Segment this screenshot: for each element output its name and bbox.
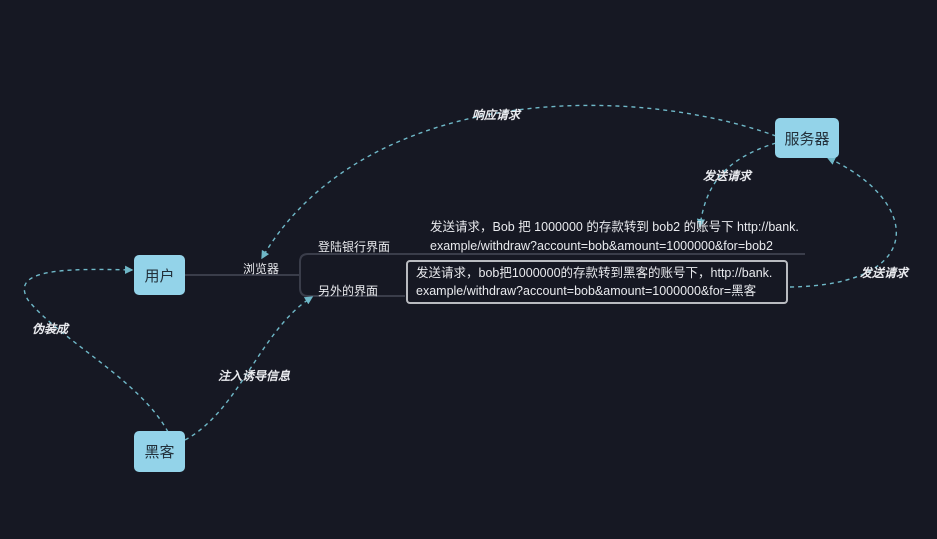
node-user-label: 用户 xyxy=(144,267,175,285)
branch-bank-login: 登陆银行界面 xyxy=(318,240,391,254)
legit-request-text: 发送请求，Bob 把 1000000 的存款转到 bob2 的账号下 http:… xyxy=(430,218,799,256)
forged-request-line2: example/withdraw?account=bob&amount=1000… xyxy=(416,284,757,298)
tree-lines xyxy=(185,253,805,297)
edge-inject xyxy=(184,296,314,441)
edge-label-send-right: 发送请求 xyxy=(860,266,909,280)
edge-label-response: 响应请求 xyxy=(472,108,521,122)
node-hacker-label: 黑客 xyxy=(144,444,175,461)
edge-label-disguise: 伪装成 xyxy=(32,322,69,336)
forged-request-line1: 发送请求，bob把1000000的存款转到黑客的账号下，http://bank. xyxy=(416,266,773,280)
branch-browser: 浏览器 xyxy=(243,262,280,276)
branch-other-page: 另外的界面 xyxy=(318,284,379,298)
edge-send-right xyxy=(789,157,898,288)
node-server-label: 服务器 xyxy=(784,130,830,148)
edge-send-top xyxy=(696,142,777,228)
legit-request-line1: 发送请求，Bob 把 1000000 的存款转到 bob2 的账号下 http:… xyxy=(430,220,799,234)
node-user[interactable]: 用户 xyxy=(134,255,185,295)
forged-request-box[interactable]: 发送请求，bob把1000000的存款转到黑客的账号下，http://bank.… xyxy=(406,260,788,304)
node-hacker[interactable]: 黑客 xyxy=(134,431,185,472)
edge-disguise xyxy=(23,265,169,433)
legit-request-line2: example/withdraw?account=bob&amount=1000… xyxy=(430,239,773,253)
node-server[interactable]: 服务器 xyxy=(775,118,839,158)
edge-response xyxy=(261,104,777,260)
edge-label-inject: 注入诱导信息 xyxy=(218,369,291,383)
edge-label-send-top: 发送请求 xyxy=(703,169,752,183)
